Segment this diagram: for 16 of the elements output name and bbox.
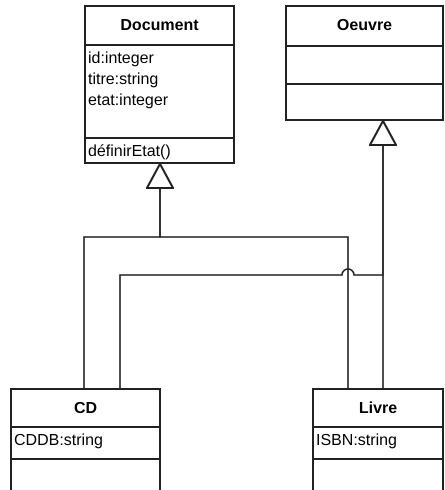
- class-box: [312, 388, 444, 490]
- class-name: Document: [119, 16, 200, 36]
- class-name: Livre: [358, 399, 398, 419]
- attribute-text: id:integer: [88, 49, 155, 69]
- attribute-text: ISBN:string: [316, 431, 398, 451]
- attribute-text: etat:integer: [88, 91, 170, 111]
- generalization-arrow: [369, 120, 397, 388]
- class-box: [10, 388, 161, 490]
- method-text: définirEtat(): [88, 142, 172, 162]
- class-box: [285, 5, 444, 121]
- class-box: [84, 5, 235, 164]
- class-name: CD: [72, 399, 98, 419]
- attribute-text: titre:string: [88, 70, 160, 90]
- class-name: Oeuvre: [336, 16, 394, 36]
- generalization-arrow: [146, 163, 349, 388]
- attribute-text: CDDB:string: [14, 431, 104, 451]
